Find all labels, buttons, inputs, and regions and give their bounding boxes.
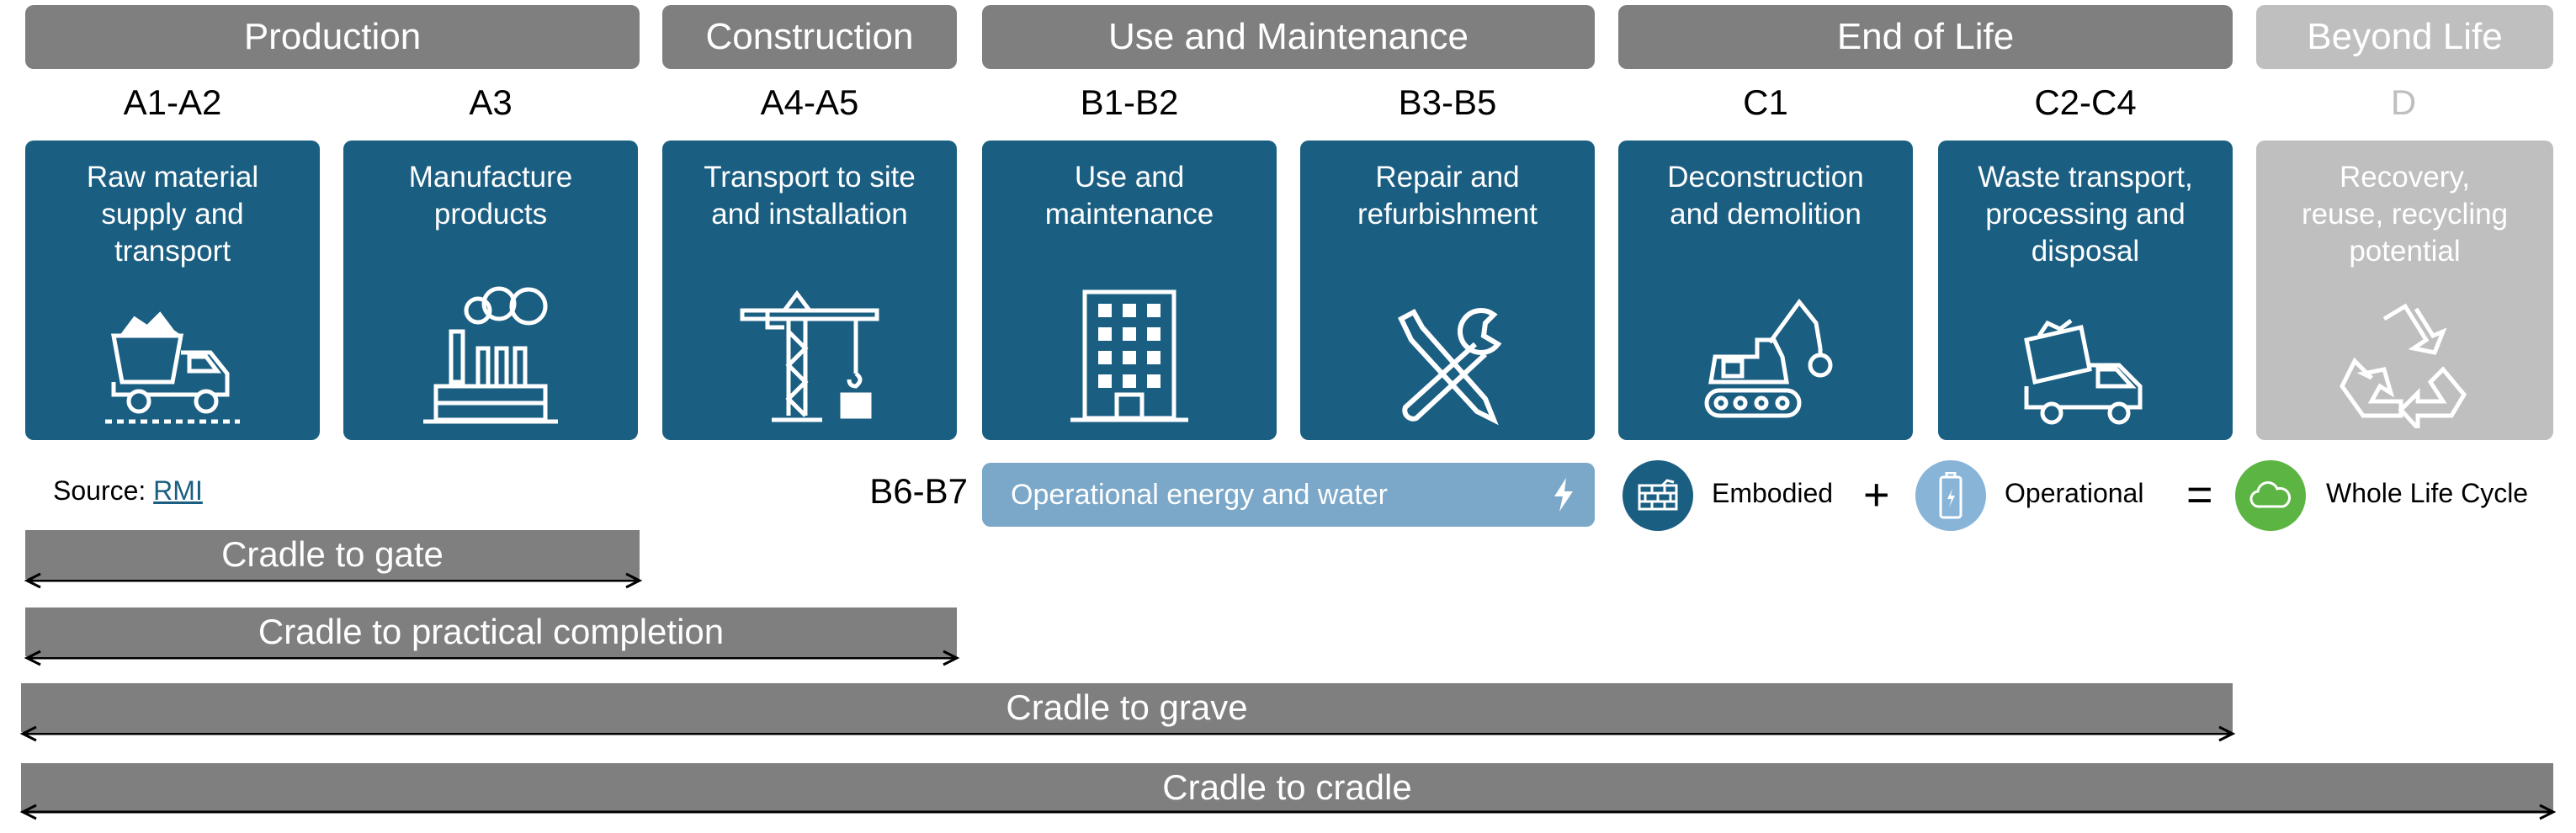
whole-life-circle-icon [2235, 460, 2306, 531]
stage-label: Manufacture products [408, 161, 573, 231]
stage-box-a4-a5: Transport to site and installation [662, 141, 957, 440]
legend-whole-life-cycle: Whole Life Cycle [2326, 478, 2529, 508]
stage-label: Use and maintenance [1044, 161, 1214, 231]
stage-label: Repair and refurbishment [1357, 161, 1538, 231]
stage-code-a1-a2: A1-A2 [123, 82, 222, 122]
stage-label: Raw material supply and transport [86, 161, 259, 268]
stage-code-c2-c4: C2-C4 [2034, 82, 2137, 122]
phase-header-beyond-life: Beyond Life [2256, 5, 2553, 69]
tipper-truck-icon [2024, 319, 2143, 425]
legend-plus: + [1863, 470, 1890, 520]
stage-box-d: Recovery, reuse, recycling potential [2256, 141, 2553, 440]
scope-cradle-to-cradle: Cradle to cradle [21, 763, 2553, 812]
stage-code-c1: C1 [1743, 82, 1788, 122]
stage-label: Recovery, reuse, recycling potential [2301, 161, 2509, 268]
stage-box-c2-c4: Waste transport, processing and disposal [1938, 141, 2233, 440]
source-link[interactable]: RMI [153, 475, 203, 506]
stage-box-b3-b5: Repair and refurbishment [1300, 141, 1595, 440]
legend-embodied: Embodied [1712, 478, 1834, 508]
stage-code-b6-b7: B6-B7 [869, 471, 968, 511]
lightning-icon [1554, 478, 1573, 512]
phase-header-construction: Construction [662, 5, 957, 69]
stage-box-a1-a2: Raw material supply and transport [25, 141, 320, 440]
brick-wall-icon [1638, 479, 1678, 511]
crane-icon [740, 289, 879, 422]
operational-energy-label: Operational energy and water [1011, 478, 1388, 511]
phase-header-end-of-life: End of Life [1618, 5, 2233, 69]
operational-circle-icon [1915, 460, 1986, 531]
arrow-cradle-to-practical-completion [24, 650, 960, 666]
stage-code-a4-a5: A4-A5 [760, 82, 859, 122]
arrow-cradle-to-cradle [19, 804, 2557, 820]
source-note: Source: RMI [53, 475, 203, 507]
arrow-cradle-to-grave [19, 725, 2236, 742]
factory-icon [423, 286, 558, 424]
legend-operational: Operational [2005, 478, 2144, 508]
stage-box-b1-b2: Use and maintenance [982, 141, 1277, 440]
arrow-cradle-to-gate [24, 572, 643, 589]
operational-energy-bar: Operational energy and water [982, 463, 1595, 527]
phase-header-production: Production [25, 5, 640, 69]
cloud-icon [2249, 481, 2292, 508]
stage-box-c1: Deconstruction and demolition [1618, 141, 1913, 440]
stage-label: Transport to site and installation [704, 161, 916, 231]
scope-cradle-to-grave: Cradle to grave [21, 683, 2233, 732]
stage-label: Deconstruction and demolition [1667, 161, 1864, 231]
stage-label: Waste transport, processing and disposal [1978, 161, 2193, 268]
source-prefix: Source: [53, 475, 154, 506]
dump-truck-icon [105, 311, 240, 424]
stage-code-b1-b2: B1-B2 [1080, 82, 1179, 122]
phase-header-use-maintenance: Use and Maintenance [982, 5, 1595, 69]
stage-box-a3: Manufacture products [343, 141, 638, 440]
recycle-icon [2339, 303, 2467, 428]
embodied-circle-icon [1623, 460, 1693, 531]
legend-equals: = [2186, 470, 2213, 520]
scope-cradle-to-gate: Cradle to gate [25, 530, 640, 579]
stage-code-a3: A3 [469, 82, 513, 122]
tools-icon [1398, 308, 1502, 426]
stage-code-b3-b5: B3-B5 [1398, 82, 1497, 122]
scope-cradle-to-practical-completion: Cradle to practical completion [25, 608, 957, 656]
stage-code-d: D [2390, 82, 2417, 122]
excavator-icon [1704, 298, 1833, 418]
building-icon [1070, 289, 1188, 422]
battery-icon [1939, 472, 1963, 519]
